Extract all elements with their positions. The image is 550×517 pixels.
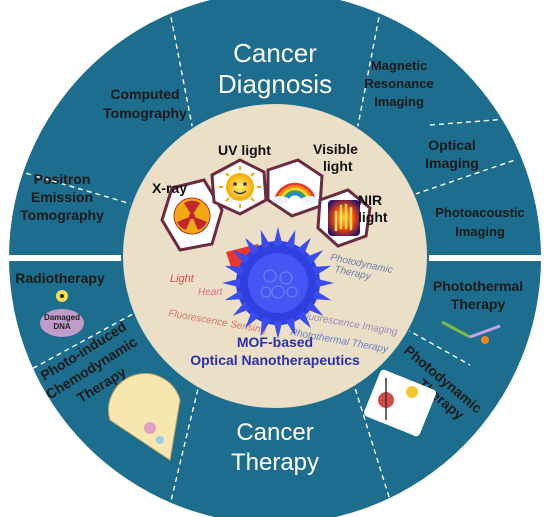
mof-spike — [245, 310, 260, 329]
therapy-title-line1: Cancer — [236, 419, 313, 446]
light-label-visible-1: Visible — [313, 141, 358, 157]
bg-label-light: Light — [170, 273, 195, 285]
mof-spike — [312, 265, 332, 276]
mof-spike — [232, 301, 251, 316]
optical-label-1: Optical — [428, 137, 475, 153]
mof-spike — [273, 320, 283, 339]
light-label-visible-2: light — [323, 158, 353, 174]
segment-dividers — [14, 11, 521, 506]
mof-spike — [232, 250, 251, 265]
pdt-illustration-icon — [364, 369, 436, 437]
mof-nanoparticle-icon — [222, 227, 334, 339]
mof-spike — [296, 310, 311, 329]
mof-spike — [273, 227, 283, 246]
diagnosis-title-line1: Cancer — [233, 38, 317, 68]
uv-hexagon — [210, 158, 268, 216]
light-label-nir-2: light — [358, 209, 388, 225]
mof-spike — [305, 250, 324, 265]
optical-label-2: Imaging — [425, 155, 479, 171]
mof-spike — [224, 265, 244, 276]
radiation-small-icon — [56, 290, 68, 302]
mri-label-3: Imaging — [374, 94, 424, 109]
mof-spike — [245, 237, 260, 256]
radiotherapy-label: Radiotherapy — [15, 270, 105, 286]
mof-spike — [312, 290, 332, 301]
mof-spike — [315, 278, 334, 288]
mri-label-2: Resonance — [364, 76, 433, 91]
segment-pet: Positron Emission Tomography — [20, 171, 104, 223]
dna-icon: Damaged DNA — [40, 309, 84, 337]
segment-photothermal: Photothermal Therapy — [433, 278, 523, 344]
mof-spike — [285, 229, 296, 249]
mof-spike — [222, 278, 241, 288]
thermal-hand-icon — [328, 200, 360, 236]
segment-photoacoustic: Photoacoustic Imaging — [435, 205, 525, 239]
dna-label-2: DNA — [53, 322, 71, 331]
photoacoustic-label-1: Photoacoustic — [435, 205, 525, 220]
mof-spike — [296, 237, 311, 256]
mof-spike — [305, 301, 324, 316]
rainbow-icon — [274, 182, 316, 199]
diagnosis-title-line2: Diagnosis — [218, 69, 332, 99]
dna-label-1: Damaged — [44, 313, 80, 322]
bg-label-heart: Heart — [198, 287, 224, 298]
laser-icon — [441, 320, 501, 344]
therapy-title-line2: Therapy — [231, 449, 319, 476]
light-label-uv: UV light — [218, 142, 271, 158]
segment-optical-imaging: Optical Imaging — [425, 137, 479, 171]
mri-label-1: Magnetic — [371, 58, 427, 73]
mof-spike — [260, 229, 271, 249]
radiation-symbol — [177, 200, 207, 230]
sun-icon — [219, 166, 261, 208]
center-disc-rim — [121, 102, 429, 410]
photothermal-label-2: Therapy — [451, 296, 506, 312]
light-label-nir-1: NIR — [358, 192, 382, 208]
segment-radiotherapy: Radiotherapy Damaged DNA — [15, 270, 105, 337]
ct-label-2: Tomography — [103, 105, 187, 121]
pet-label-3: Tomography — [20, 207, 104, 223]
mof-spike — [224, 290, 244, 301]
photothermal-label-1: Photothermal — [433, 278, 523, 294]
mof-title: MOF-based — [237, 334, 313, 350]
photoacoustic-label-2: Imaging — [455, 224, 505, 239]
pet-label-2: Emission — [31, 189, 93, 205]
pet-label-1: Positron — [34, 171, 91, 187]
mof-spike — [285, 317, 296, 337]
ct-label-1: Computed — [110, 86, 179, 102]
cdt-illustration-icon — [108, 373, 181, 461]
segment-mri: Magnetic Resonance Imaging — [364, 58, 433, 109]
segment-computed-tomography: Computed Tomography — [103, 86, 187, 121]
mof-spike — [260, 317, 271, 337]
light-label-xray: X-ray — [152, 180, 187, 196]
mof-subtitle: Optical Nanotherapeutics — [190, 352, 360, 368]
nir-hexagon — [316, 188, 372, 248]
xray-hexagon — [160, 178, 224, 252]
